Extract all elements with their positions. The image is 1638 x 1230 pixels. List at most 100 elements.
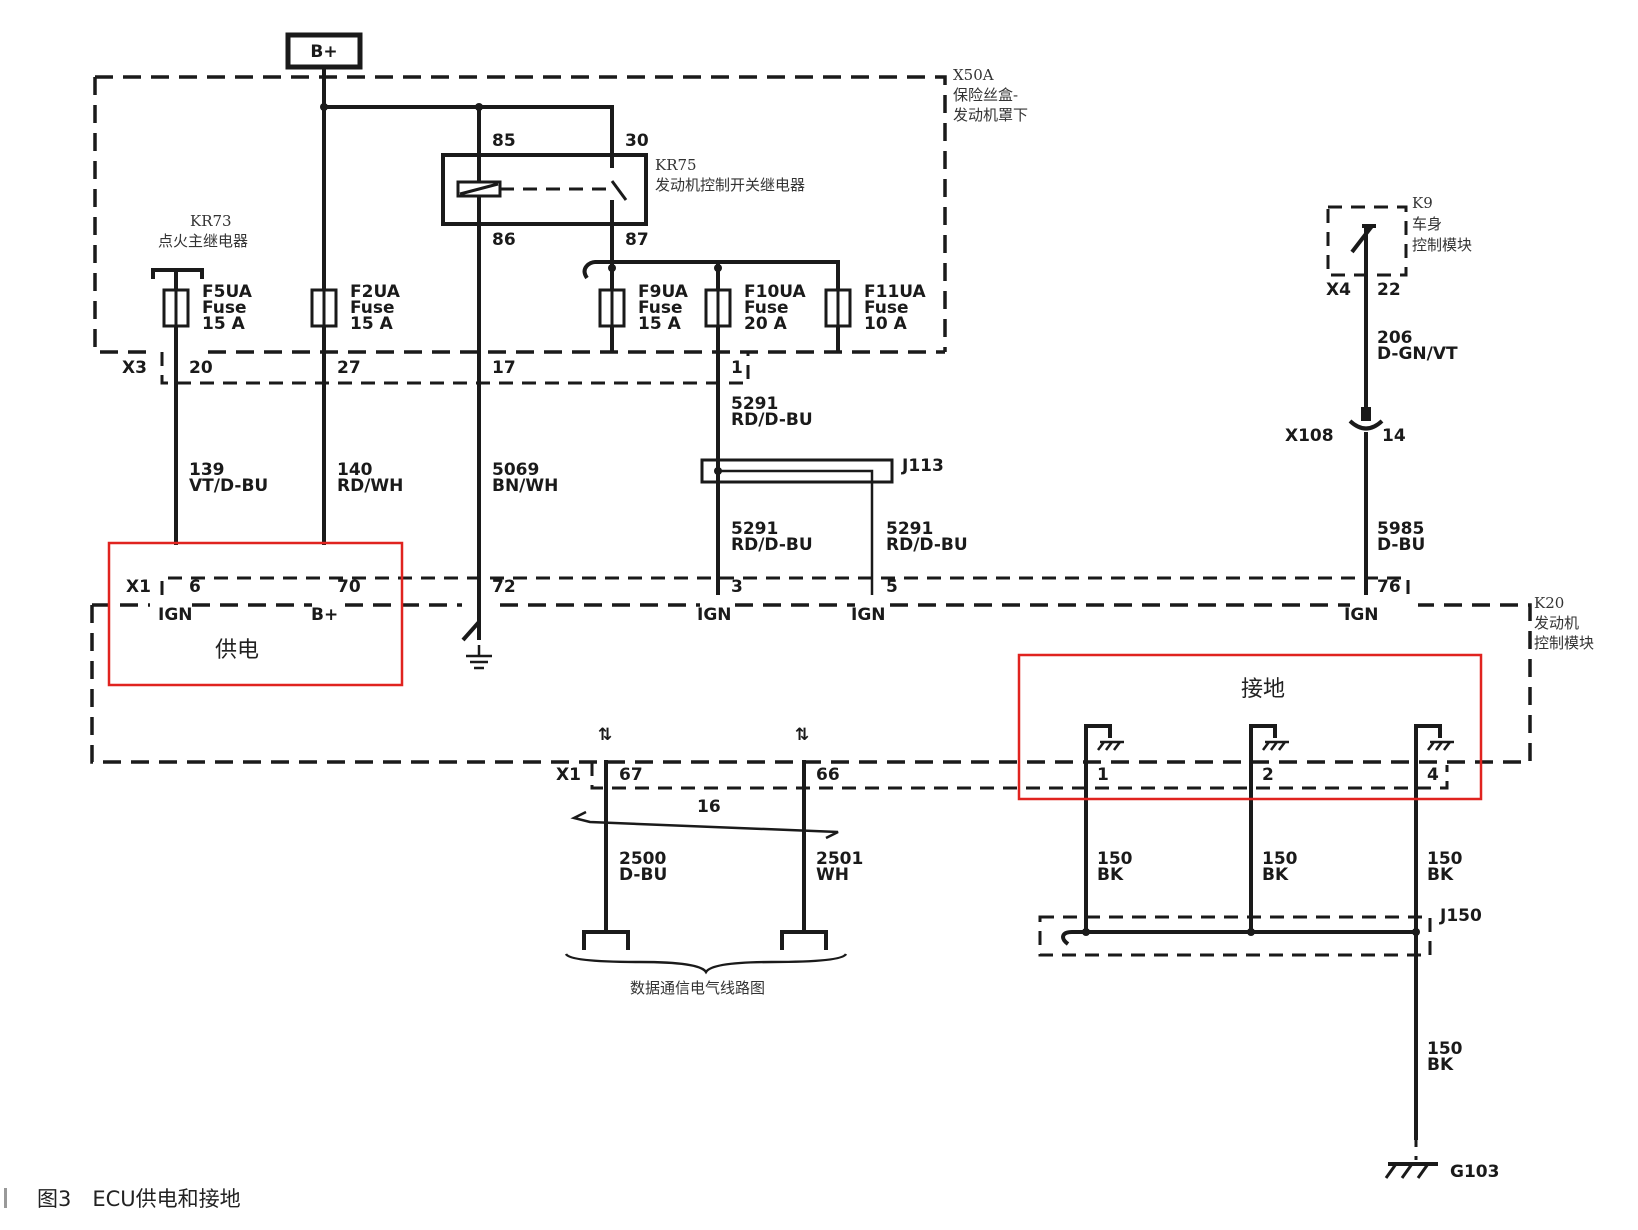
k9-pin: 22 <box>1377 280 1401 300</box>
w150d-color: BK <box>1427 1055 1454 1075</box>
fuse-f9ua: F9UA Fuse 15 A <box>598 282 689 352</box>
x3-pin-20: 20 <box>189 358 213 378</box>
ecm-pin-label-ign-5: IGN <box>851 605 886 625</box>
ecm-outline <box>90 576 1532 790</box>
k9-name-2: 控制模块 <box>1412 236 1472 254</box>
w5069-color: BN/WH <box>492 476 558 496</box>
f9ua-name: F9UA <box>638 282 689 302</box>
kr75-name: 发动机控制开关继电器 <box>655 176 805 194</box>
power-highlight: 供电 <box>107 541 404 687</box>
f11ua-rating: 10 A <box>864 314 908 334</box>
kr73-id: KR73 <box>190 212 232 230</box>
f2ua-rating: 15 A <box>350 314 394 334</box>
fuse-box-name-2: 发动机罩下 <box>953 106 1028 124</box>
w139-color: VT/D-BU <box>189 476 268 496</box>
power-highlight-label: 供电 <box>215 638 259 663</box>
ground-pin-1: 1 <box>1097 765 1109 785</box>
ecm-pin-label-bplus: B+ <box>311 605 338 625</box>
k9-id: K9 <box>1412 194 1433 212</box>
f11ua-type: Fuse <box>864 298 909 318</box>
f2ua-name: F2UA <box>350 282 401 302</box>
x108-pin: 14 <box>1382 426 1406 446</box>
ecm-pins: 6 70 72 3 5 76 IGN B+ IGN IGN IGN <box>158 577 1401 625</box>
ground-highlight: 接地 <box>1017 653 1483 801</box>
ecm-id: K20 <box>1534 594 1564 612</box>
f10ua-name: F10UA <box>744 282 807 302</box>
battery-supply: B+ <box>285 32 363 70</box>
f5ua-type: Fuse <box>202 298 247 318</box>
j150-splice: J150 150 BK <box>1038 906 1482 1075</box>
ecm-connector-x1: X1 <box>126 577 151 597</box>
fuse-box-outline <box>93 75 947 385</box>
j113-label: J113 <box>901 456 944 476</box>
data-connector-x1: X1 <box>556 765 581 785</box>
w2500-num: 2500 <box>619 849 666 869</box>
upper-wire-labels: 139 VT/D-BU 140 RD/WH 5069 BN/WH 5291 RD… <box>189 394 813 496</box>
w140-color: RD/WH <box>337 476 403 496</box>
k9-module: K9 车身 控制模块 X4 22 206 D-GN/VT <box>1326 194 1472 410</box>
f9ua-rating: 15 A <box>638 314 682 334</box>
f10ua-rating: 20 A <box>744 314 788 334</box>
w206-color: D-GN/VT <box>1377 344 1458 364</box>
ecm-pin-6: 6 <box>189 577 201 597</box>
ground-wire-labels: 150 BK 150 BK 150 BK <box>1097 849 1463 885</box>
kr75-pin-85: 85 <box>492 131 516 151</box>
data-pin-67: 67 <box>619 765 643 785</box>
ecm-pin-5: 5 <box>886 577 898 597</box>
relay-output-bus <box>582 260 840 285</box>
w150d-num: 150 <box>1427 1039 1463 1059</box>
ecm-pin-72: 72 <box>492 577 516 597</box>
f9ua-type: Fuse <box>638 298 683 318</box>
w150c-num: 150 <box>1427 849 1463 869</box>
ground-highlight-label: 接地 <box>1241 677 1285 702</box>
fuse-f11ua: F11UA Fuse 10 A <box>824 282 927 352</box>
w150a-color: BK <box>1097 865 1124 885</box>
kr75-relay: 85 30 86 87 KR75 发动机控制开关继电器 <box>441 131 805 640</box>
fuse-f2ua: F2UA Fuse 15 A <box>310 282 401 334</box>
w5291a-color: RD/D-BU <box>731 535 813 555</box>
pin72-ground <box>461 620 492 670</box>
f2ua-type: Fuse <box>350 298 395 318</box>
ground-point-label: G103 <box>1450 1162 1499 1182</box>
data-pin-66: 66 <box>816 765 840 785</box>
w150c-color: BK <box>1427 865 1454 885</box>
w150b-color: BK <box>1262 865 1289 885</box>
w150a-num: 150 <box>1097 849 1133 869</box>
w5291b-num: 5291 <box>886 519 933 539</box>
w2501-num: 2501 <box>816 849 863 869</box>
w5069-num: 5069 <box>492 460 539 480</box>
w206-num: 206 <box>1377 328 1413 348</box>
ecm-pin-label-ign-76: IGN <box>1344 605 1379 625</box>
j150-label: J150 <box>1439 906 1482 926</box>
x3-pin-27: 27 <box>337 358 361 378</box>
w5985-color: D-BU <box>1377 535 1425 555</box>
ground-pin-4: 4 <box>1427 765 1439 785</box>
f5ua-rating: 15 A <box>202 314 246 334</box>
kr75-id: KR75 <box>655 156 697 174</box>
ecm-pin-label-ign-6: IGN <box>158 605 193 625</box>
w5985-num: 5985 <box>1377 519 1424 539</box>
f11ua-name: F11UA <box>864 282 927 302</box>
x3-pin-17: 17 <box>492 358 516 378</box>
ecm-name-2: 控制模块 <box>1534 634 1594 652</box>
w2500-color: D-BU <box>619 865 667 885</box>
fuse-box-id: X50A <box>953 66 994 84</box>
ecm-pin-70: 70 <box>337 577 361 597</box>
f5ua-name: F5UA <box>202 282 253 302</box>
kr75-pin-30: 30 <box>625 131 649 151</box>
w139-num: 139 <box>189 460 225 480</box>
fuse-f5ua: F5UA Fuse 15 A <box>162 282 253 334</box>
x108-connector: X108 14 5985 D-BU <box>1285 407 1425 595</box>
ecm-pin-3: 3 <box>731 577 743 597</box>
data-arrow-66: ⇅ <box>795 725 809 745</box>
figure-caption-text: 图3 ECU供电和接地 <box>37 1187 241 1211</box>
g103-ground: G103 <box>1384 1110 1499 1182</box>
w140-num: 140 <box>337 460 373 480</box>
kr75-pin-86: 86 <box>492 230 516 250</box>
ecm-name-1: 发动机 <box>1534 614 1579 632</box>
w5291-top-color: RD/D-BU <box>731 410 813 430</box>
x3-pin-1: 1 <box>731 358 743 378</box>
data-comm-label: 数据通信电气线路图 <box>630 979 765 997</box>
w5291b-color: RD/D-BU <box>886 535 968 555</box>
